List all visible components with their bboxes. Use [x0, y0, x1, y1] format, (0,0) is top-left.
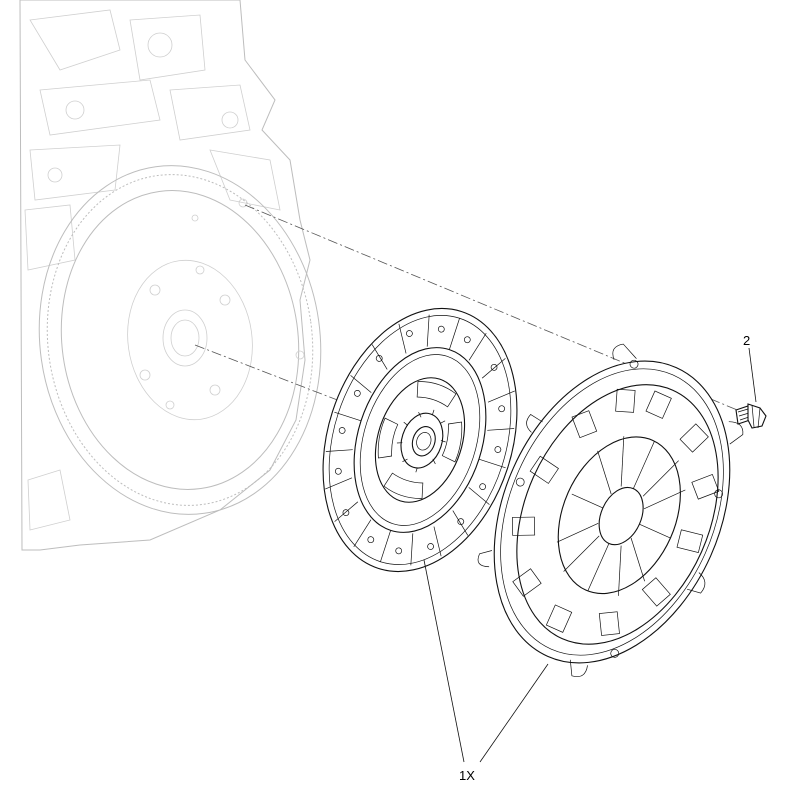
- clutch-disc: [322, 307, 518, 573]
- leader-disc: [423, 559, 465, 763]
- splined-hub: [396, 409, 446, 473]
- pressure-plate: [477, 343, 744, 677]
- callout-bolt: 2: [743, 333, 750, 348]
- leader-bolt: [748, 347, 757, 403]
- cover-windows: [512, 388, 720, 636]
- leader-lines: [423, 347, 757, 763]
- callout-clutch-kit: 1X: [459, 768, 475, 783]
- friction-segments: [325, 314, 515, 566]
- bolt: [735, 403, 767, 429]
- engine-block: [19, 0, 311, 551]
- flywheel: [38, 165, 322, 515]
- leader-pressure-plate: [479, 663, 549, 763]
- diaphragm-fingers: [556, 436, 686, 596]
